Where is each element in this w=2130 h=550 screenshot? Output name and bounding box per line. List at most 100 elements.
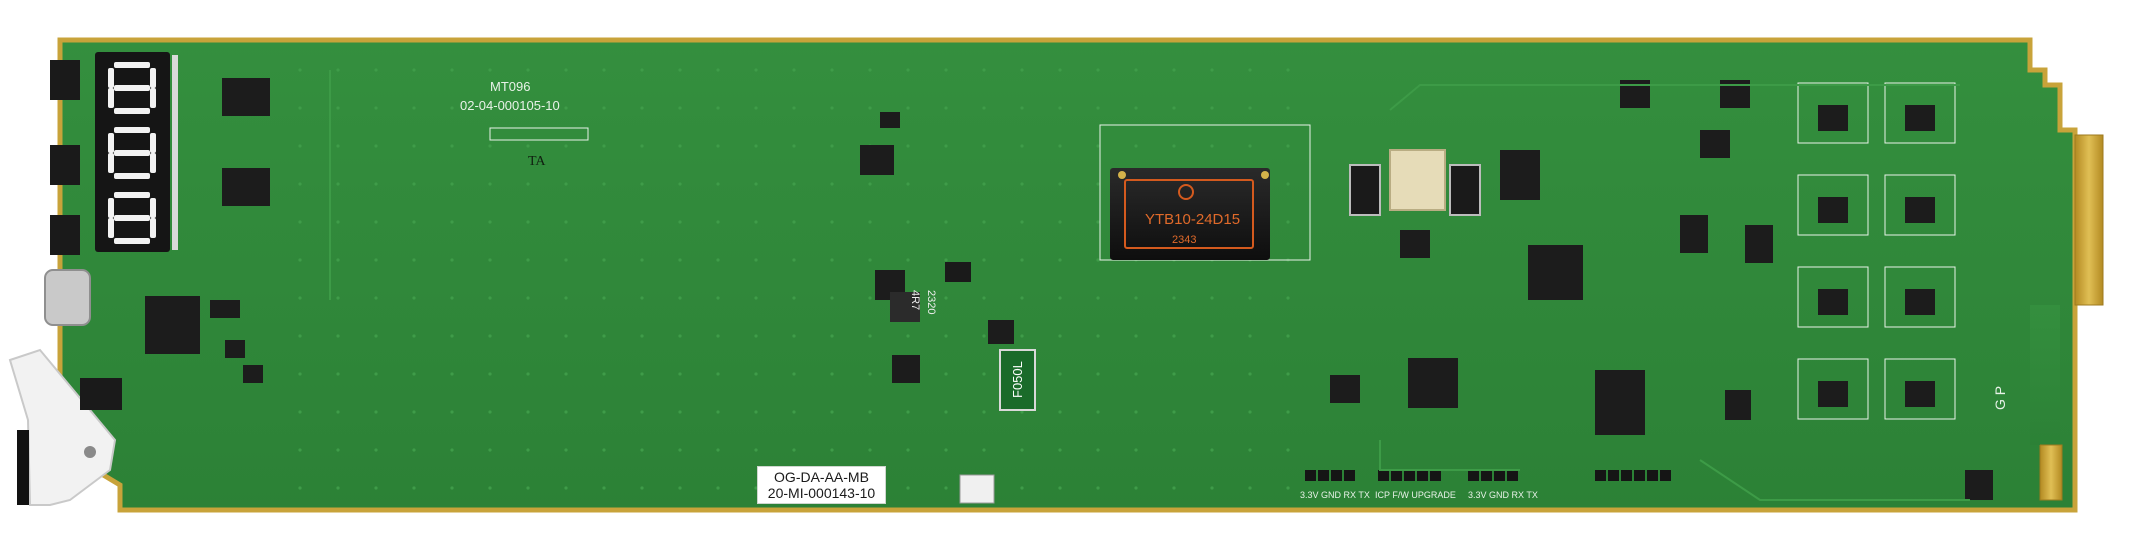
via xyxy=(412,106,416,110)
via xyxy=(1248,296,1252,300)
small-connector xyxy=(959,474,995,504)
via xyxy=(982,258,986,262)
via xyxy=(374,182,378,186)
header-pin xyxy=(1305,470,1316,481)
display-segment xyxy=(114,173,150,179)
inductor-code-1: 2320 xyxy=(925,290,937,314)
via xyxy=(1020,182,1024,186)
via xyxy=(374,258,378,262)
via xyxy=(716,486,720,490)
via xyxy=(868,220,872,224)
seven-segment-display xyxy=(50,52,178,255)
via xyxy=(792,296,796,300)
dcdc-converter-module: YTB10-24D15 2343 xyxy=(1099,124,1311,261)
via xyxy=(830,296,834,300)
via xyxy=(944,144,948,148)
ic-chip xyxy=(1528,245,1583,300)
via xyxy=(640,106,644,110)
via xyxy=(526,296,530,300)
via xyxy=(830,220,834,224)
via xyxy=(412,68,416,72)
capacitor-left xyxy=(1349,164,1381,216)
via xyxy=(602,448,606,452)
via xyxy=(944,106,948,110)
via xyxy=(1210,448,1214,452)
display-segment xyxy=(150,198,156,218)
ic-chip xyxy=(1700,130,1730,158)
ic-chip xyxy=(1595,370,1645,435)
via xyxy=(1134,448,1138,452)
edge-connector-upper xyxy=(2074,134,2104,306)
via xyxy=(602,486,606,490)
via xyxy=(1096,220,1100,224)
edge-letters: G P xyxy=(1992,386,2008,410)
via xyxy=(1210,144,1214,148)
soic-chip xyxy=(1905,105,1935,131)
via xyxy=(298,372,302,376)
via xyxy=(1210,334,1214,338)
inductor-code-2: 4R7 xyxy=(909,290,921,310)
via xyxy=(830,106,834,110)
via xyxy=(564,106,568,110)
via xyxy=(754,220,758,224)
display-segment xyxy=(108,133,114,153)
via xyxy=(792,106,796,110)
via xyxy=(602,68,606,72)
via xyxy=(754,68,758,72)
via xyxy=(564,144,568,148)
via xyxy=(754,372,758,376)
product-label-line2: 20-MI-000143-10 xyxy=(767,485,876,501)
via xyxy=(488,106,492,110)
via xyxy=(944,486,948,490)
via xyxy=(564,68,568,72)
via xyxy=(792,182,796,186)
via xyxy=(526,144,530,148)
via xyxy=(298,410,302,414)
via xyxy=(374,372,378,376)
via xyxy=(1286,334,1290,338)
display-segment xyxy=(114,108,150,114)
via xyxy=(830,258,834,262)
via xyxy=(1058,410,1062,414)
via xyxy=(298,448,302,452)
via xyxy=(564,182,568,186)
via xyxy=(1172,372,1176,376)
via xyxy=(336,68,340,72)
via xyxy=(526,220,530,224)
via xyxy=(754,144,758,148)
via xyxy=(754,486,758,490)
via xyxy=(488,448,492,452)
via xyxy=(602,182,606,186)
via xyxy=(450,68,454,72)
via xyxy=(526,106,530,110)
via xyxy=(868,410,872,414)
ic-outline xyxy=(1797,82,1869,144)
via xyxy=(412,486,416,490)
via xyxy=(412,220,416,224)
via xyxy=(298,68,302,72)
via xyxy=(1286,106,1290,110)
via xyxy=(906,220,910,224)
display-segment xyxy=(114,62,150,68)
via xyxy=(716,182,720,186)
via xyxy=(868,182,872,186)
header-label-2: ICP F/W UPGRADE xyxy=(1375,490,1456,500)
header-pin xyxy=(1318,470,1329,481)
via xyxy=(564,296,568,300)
via xyxy=(678,410,682,414)
via xyxy=(1172,486,1176,490)
via xyxy=(716,68,720,72)
via xyxy=(678,486,682,490)
via xyxy=(450,296,454,300)
via xyxy=(1134,68,1138,72)
header-pin xyxy=(1608,470,1619,481)
via xyxy=(906,68,910,72)
edge-connector-lower xyxy=(2039,444,2063,501)
via xyxy=(792,220,796,224)
via xyxy=(1248,372,1252,376)
display-segment xyxy=(114,238,150,244)
ic-chip xyxy=(1500,150,1540,200)
via xyxy=(906,106,910,110)
via xyxy=(450,220,454,224)
via xyxy=(488,372,492,376)
